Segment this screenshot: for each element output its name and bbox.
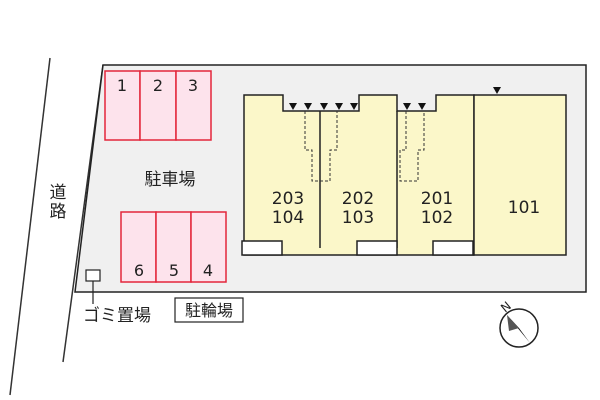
bicycle-parking-box [174,297,244,323]
garbage-box [85,269,101,282]
compass-needle-south [507,315,519,331]
unit-upper-101: 101 [508,198,540,218]
building-outline-left [243,94,475,256]
parking-space-2 [139,70,177,141]
parking-space-1 [104,70,141,141]
unit-lower-104: 104 [272,208,304,228]
parking-space-label-6: 6 [134,261,144,280]
stair-dashes [304,111,425,182]
road-label-1: 道 [50,183,67,203]
unit-101-block [473,94,567,256]
unit-upper-203: 203 [272,189,304,209]
parking-space-label-5: 5 [169,261,179,280]
unit-upper-201: 201 [421,189,453,209]
road-edge-left [9,57,51,396]
balconies [241,240,474,256]
parking-space-3 [175,70,212,141]
parking-space-label-2: 2 [153,76,163,95]
parking-space-label-3: 3 [188,76,198,95]
parking-spaces-bottom [120,211,227,283]
entrance-markers [289,87,501,110]
bicycle-parking-label: 駐輪場 [185,301,233,320]
parking-space-label-1: 1 [117,76,127,95]
unit-upper-202: 202 [342,189,374,209]
parking-spaces-top [104,70,212,141]
building [241,87,567,256]
parking-label: 駐車場 [145,170,196,190]
compass [499,308,539,348]
parking-space-label-4: 4 [203,261,213,280]
unit-lower-102: 102 [421,208,453,228]
parking-space-4 [190,211,227,283]
unit-lower-103: 103 [342,208,374,228]
garbage-label: ゴミ置場 [83,305,151,326]
road-label-2: 路 [50,202,67,222]
